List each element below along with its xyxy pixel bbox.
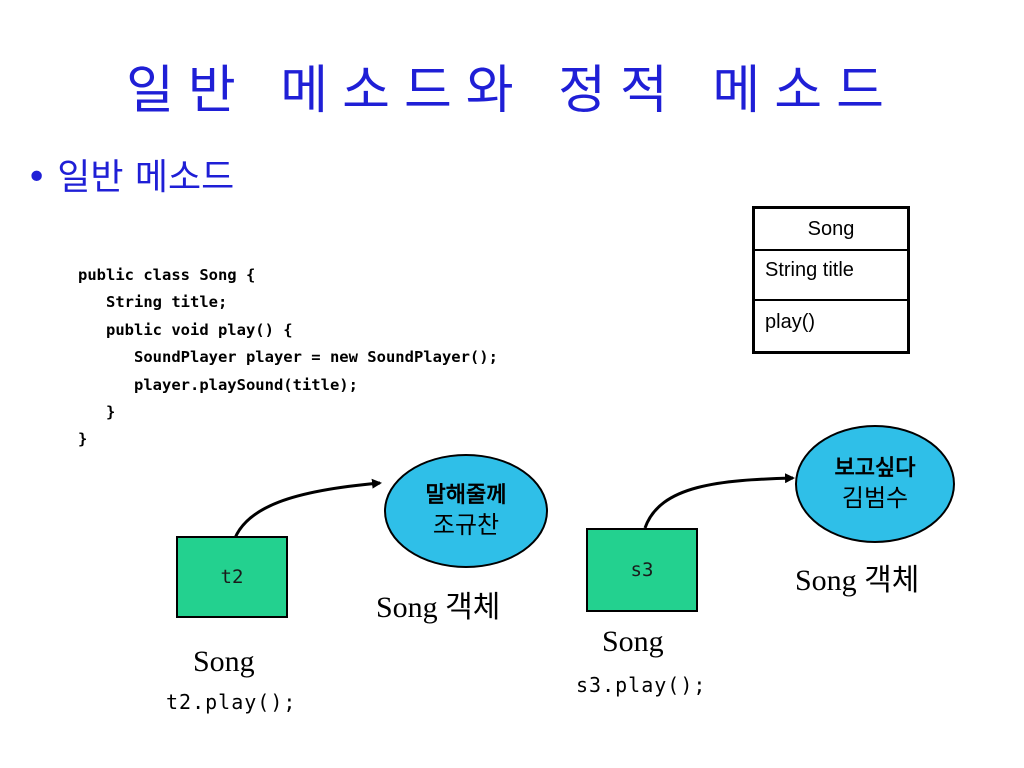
bullet-item: •일반 메소드 bbox=[26, 148, 234, 200]
song-object-artist: 조규찬 bbox=[432, 511, 500, 539]
song-object-artist: 김범수 bbox=[841, 484, 909, 512]
song-object-circle-1: 말해줄께 조규찬 bbox=[384, 454, 548, 568]
reference-variable-label: s3 bbox=[630, 559, 654, 581]
reference-variable-t2: t2 bbox=[176, 536, 288, 618]
method-call-s3: s3.play(); bbox=[576, 673, 707, 697]
code-block: public class Song { String title; public… bbox=[78, 266, 498, 449]
uml-attribute: String title bbox=[755, 251, 907, 301]
uml-class-box: Song String title play() bbox=[752, 206, 910, 354]
song-object-title: 보고싶다 bbox=[834, 456, 916, 481]
object-label-2: Song 객체 bbox=[795, 564, 920, 597]
bullet-dot-icon: • bbox=[26, 157, 48, 198]
object-label-1: Song 객체 bbox=[376, 591, 501, 624]
reference-arrow-t2 bbox=[230, 478, 382, 549]
type-label-t2: Song bbox=[193, 645, 255, 678]
song-object-circle-2: 보고싶다 김범수 bbox=[795, 425, 955, 543]
reference-arrow-s3 bbox=[643, 473, 795, 529]
type-label-s3: Song bbox=[602, 625, 664, 658]
method-call-t2: t2.play(); bbox=[166, 690, 297, 714]
bullet-text: 일반 메소드 bbox=[57, 157, 235, 198]
reference-variable-label: t2 bbox=[220, 566, 244, 588]
uml-method: play() bbox=[765, 311, 816, 333]
song-object-title: 말해줄께 bbox=[425, 483, 507, 508]
uml-class-name: Song bbox=[755, 209, 907, 251]
reference-variable-s3: s3 bbox=[586, 528, 698, 612]
slide-title: 일반 메소드와 정적 메소드 bbox=[126, 61, 898, 121]
